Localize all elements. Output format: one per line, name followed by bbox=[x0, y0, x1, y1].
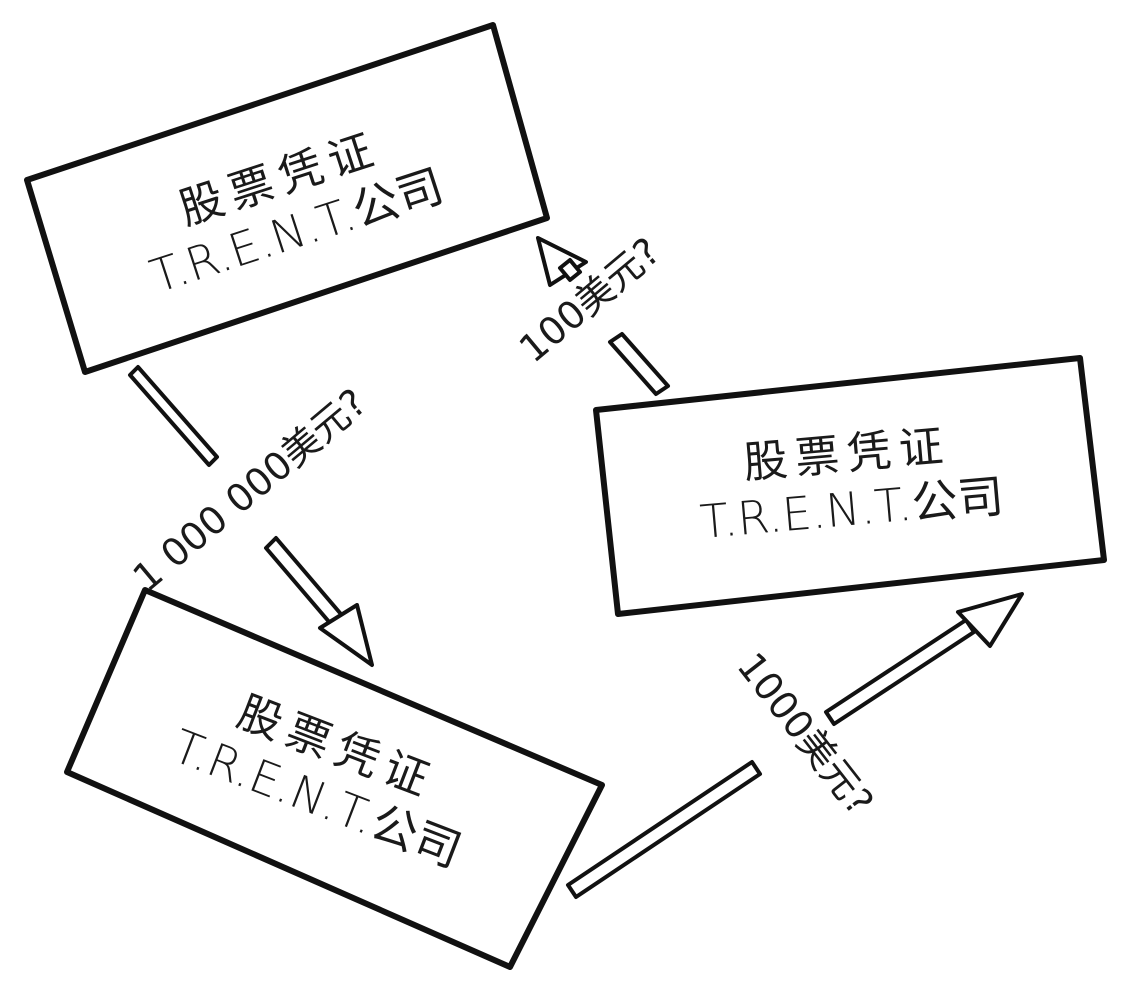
certificate-frame bbox=[24, 22, 550, 375]
arrow-shaft bbox=[608, 332, 670, 396]
certificate-card-top-left: 股票凭证 T.R.E.N.T.公司 bbox=[24, 22, 550, 375]
arrow-shaft-lower bbox=[264, 536, 348, 632]
certificate-card-right: 股票凭证 T.R.E.N.T.公司 bbox=[593, 355, 1107, 617]
certificate-frame bbox=[593, 355, 1107, 617]
arrow-bottom-left-to-right: 1000美元? bbox=[566, 592, 1024, 899]
arrow-shaft-lower bbox=[566, 760, 762, 899]
arrow-head bbox=[536, 236, 588, 287]
arrow-head bbox=[318, 603, 374, 667]
arrow-shaft-upper bbox=[128, 365, 219, 467]
arrow-right-to-top-left: 100美元? bbox=[511, 229, 670, 396]
certificate-frame bbox=[64, 587, 605, 970]
certificate-card-bottom-left: 股票凭证 T.R.E.N.T.公司 bbox=[64, 587, 605, 970]
price-label: 100美元? bbox=[511, 229, 669, 371]
arrow-shaft-upper bbox=[824, 618, 976, 726]
arrow-head bbox=[956, 592, 1024, 648]
price-label: 1000美元? bbox=[729, 644, 882, 823]
arrow-shaft-top bbox=[558, 258, 582, 282]
